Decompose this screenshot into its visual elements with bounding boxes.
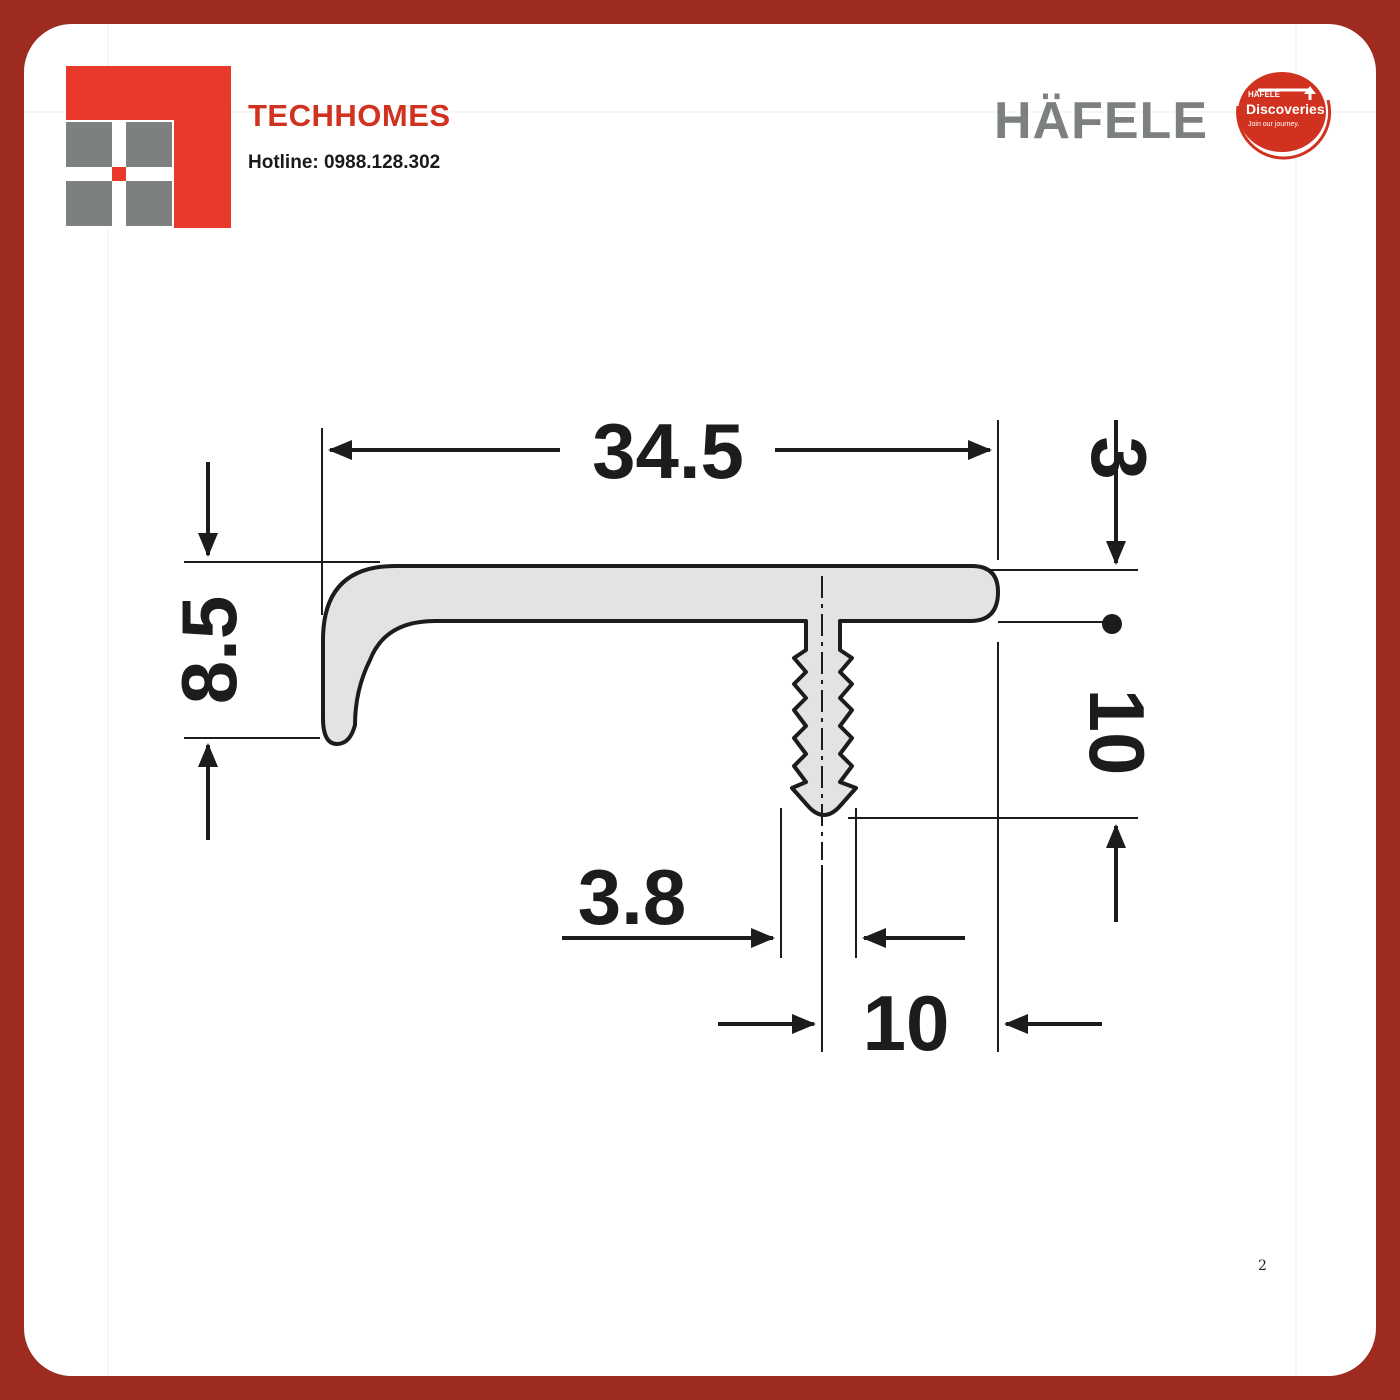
badge-brand: HÄFELE [1248,90,1281,99]
dim-top-width-label: 34.5 [592,407,744,495]
reference-dot [1102,614,1122,634]
dim-overall-height-label: 8.5 [165,596,253,704]
hafele-logo-text: HÄFELE [994,92,1208,150]
badge-title: Discoveries [1246,101,1325,117]
dim-top-thickness-label: 3 [1075,436,1163,479]
t-profile-shape [321,564,1000,817]
page-number: 2 [1258,1258,1267,1274]
brand-name: TECHHOMES [248,98,451,133]
badge-tagline: Join our journey. [1248,121,1299,128]
dim-stem-width-label: 3.8 [578,853,686,941]
dim-stem-offset-label: 10 [863,979,950,1067]
dim-stem-depth-label: 10 [1073,689,1161,776]
hotline-text: Hotline: 0988.128.302 [248,152,441,173]
techhomes-logo-icon [66,66,231,228]
discoveries-badge-icon: HÄFELE Discoveries Join our journey. [1236,72,1332,160]
hafele-logo: HÄFELE HÄFELE Discoveries Join our journ… [994,72,1332,160]
page-card [24,24,1376,1376]
